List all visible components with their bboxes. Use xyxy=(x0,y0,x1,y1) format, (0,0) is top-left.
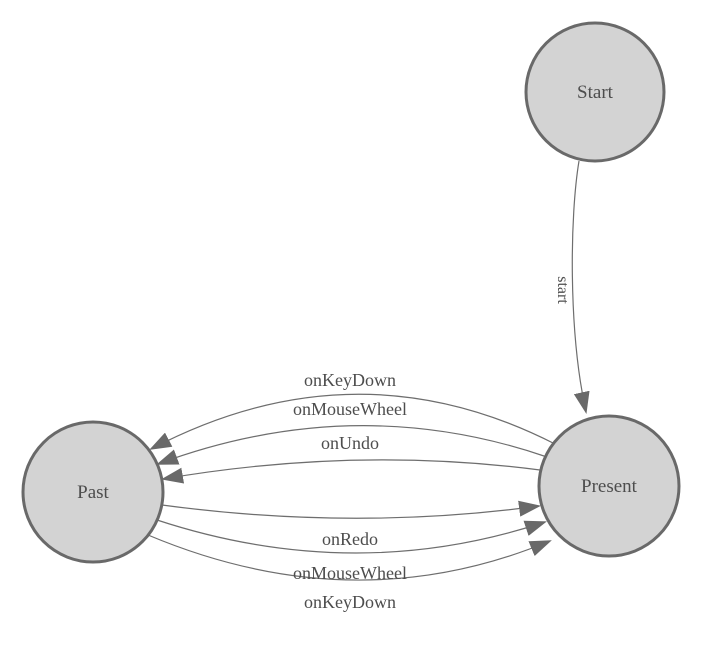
edge-label-start: start xyxy=(554,276,571,304)
transition-labels: start onKeyDown onMouseWheel onUndo onRe… xyxy=(293,276,571,612)
state-node-present[interactable]: Present xyxy=(537,414,681,558)
edge-label-onkeydown-bottom: onKeyDown xyxy=(304,592,396,612)
edge-past-to-present-onkeydown xyxy=(147,534,552,581)
state-circle-present[interactable] xyxy=(537,414,681,558)
state-node-start[interactable]: Start xyxy=(524,21,666,163)
state-label-past: Past xyxy=(77,482,109,503)
edge-label-onmousewheel-top: onMouseWheel xyxy=(293,399,407,419)
edge-label-onkeydown-top: onKeyDown xyxy=(304,370,396,390)
edge-present-to-past-onmousewheel xyxy=(156,425,548,465)
state-circle-past[interactable] xyxy=(21,420,165,564)
edge-start-to-present xyxy=(571,160,590,414)
edge-label-onundo: onUndo xyxy=(321,433,379,453)
edge-present-to-past-onkeydown xyxy=(149,393,556,450)
edge-past-to-present-onmousewheel xyxy=(156,519,547,554)
state-circle-start[interactable] xyxy=(524,21,666,163)
edge-present-to-past-onundo xyxy=(161,459,541,484)
state-node-past[interactable]: Past xyxy=(21,420,165,564)
state-label-present: Present xyxy=(581,476,638,497)
transition-edges xyxy=(147,160,590,581)
edge-past-to-present-onredo xyxy=(161,500,541,519)
edge-label-onmousewheel-bottom: onMouseWheel xyxy=(293,563,407,583)
edge-label-onredo: onRedo xyxy=(322,529,378,549)
state-label-start: Start xyxy=(577,82,614,103)
